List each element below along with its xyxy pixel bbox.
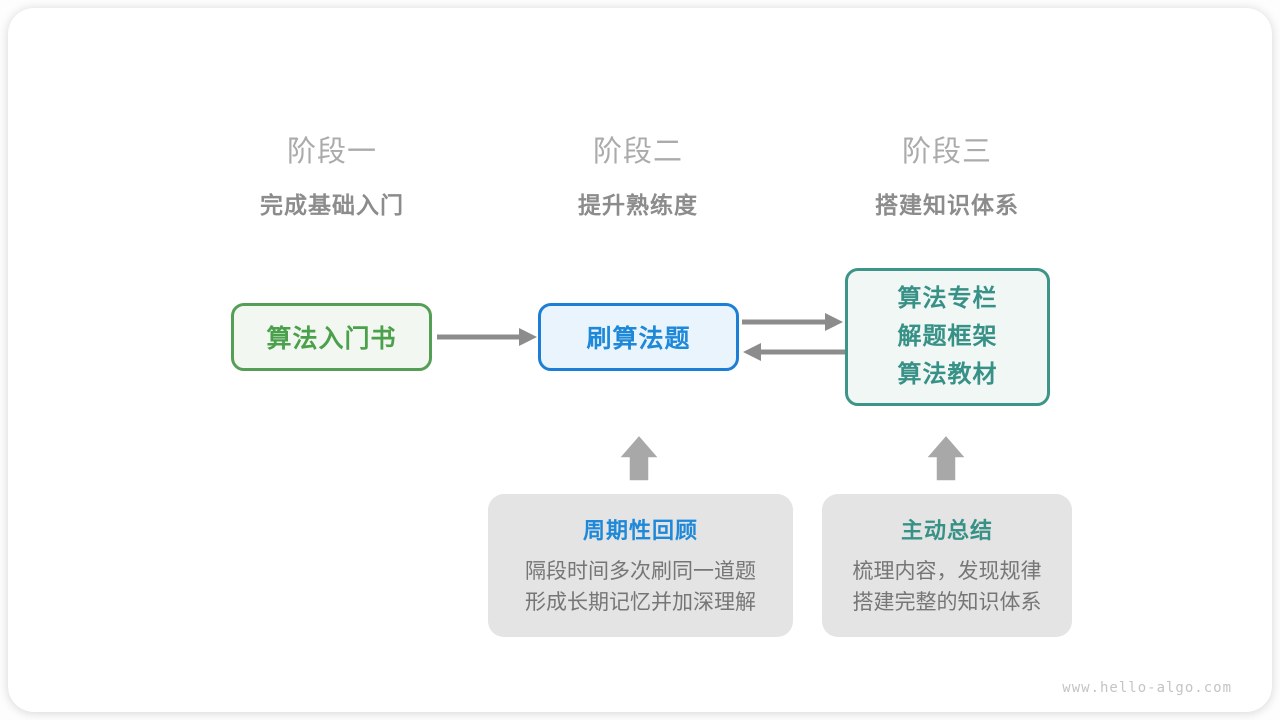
- arrow-review-up-icon: [617, 433, 661, 482]
- callout-active-summary-line-1: 梳理内容，发现规律: [852, 560, 1042, 583]
- stage-1-subtitle: 完成基础入门: [260, 192, 404, 218]
- node-advanced-resources: 算法专栏 解题框架 算法教材: [845, 268, 1050, 406]
- stage-2-label: 阶段二: [592, 136, 683, 168]
- node-practice-problems: 刷算法题: [538, 303, 739, 371]
- stage-1-label: 阶段一: [286, 136, 377, 168]
- node-intro-book: 算法入门书: [231, 303, 432, 371]
- watermark-url: www.hello-algo.com: [1062, 680, 1232, 696]
- stage-3-header: 阶段三 搭建知识体系: [807, 128, 1087, 220]
- node-practice-problems-label: 刷算法题: [586, 325, 691, 353]
- callout-active-summary-title: 主动总结: [900, 518, 993, 543]
- node-advanced-line-3: 算法教材: [897, 361, 998, 388]
- callout-active-summary-body: 梳理内容，发现规律 搭建完整的知识体系: [822, 556, 1072, 618]
- callout-periodic-review-line-2: 形成长期记忆并加深理解: [525, 591, 756, 614]
- stage-3-label: 阶段三: [901, 136, 992, 168]
- callout-periodic-review-body: 隔段时间多次刷同一道题 形成长期记忆并加深理解: [488, 556, 793, 618]
- arrow-intro-to-practice: [437, 328, 537, 346]
- callout-periodic-review-title: 周期性回顾: [582, 518, 698, 543]
- callout-active-summary: 主动总结 梳理内容，发现规律 搭建完整的知识体系: [822, 494, 1072, 637]
- arrow-advanced-to-practice: [743, 343, 845, 361]
- stage-2-subtitle: 提升熟练度: [578, 192, 698, 218]
- stage-2-header: 阶段二 提升熟练度: [498, 128, 778, 220]
- arrow-practice-to-advanced: [742, 313, 843, 331]
- node-advanced-line-1: 算法专栏: [897, 285, 998, 312]
- arrow-summary-up-icon: [924, 433, 968, 482]
- callout-active-summary-line-2: 搭建完整的知识体系: [852, 591, 1042, 614]
- node-advanced-line-2: 解题框架: [897, 323, 998, 350]
- callout-periodic-review-line-1: 隔段时间多次刷同一道题: [525, 560, 756, 583]
- stage-1-header: 阶段一 完成基础入门: [192, 128, 472, 220]
- node-intro-book-label: 算法入门书: [266, 325, 397, 353]
- stage-3-subtitle: 搭建知识体系: [875, 192, 1019, 218]
- callout-periodic-review: 周期性回顾 隔段时间多次刷同一道题 形成长期记忆并加深理解: [488, 494, 793, 637]
